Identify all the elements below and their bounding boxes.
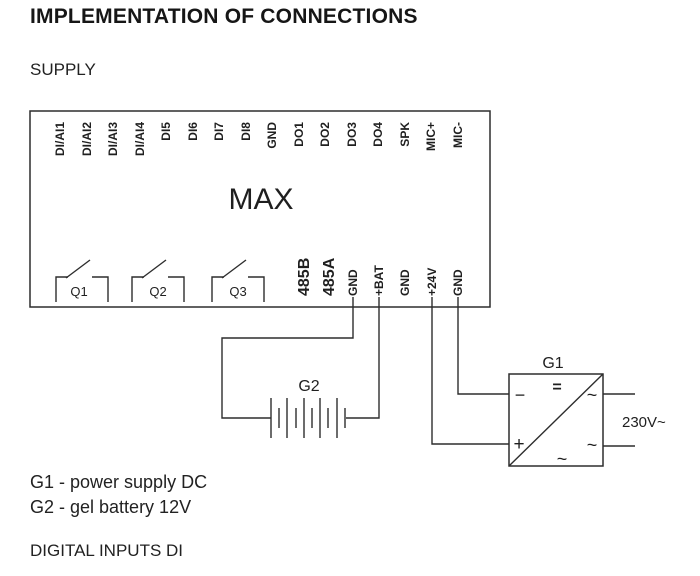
relay-label: Q2 <box>149 284 166 299</box>
ac-symbol: ~ <box>557 449 568 469</box>
top-terminal-label: DI5 <box>159 122 173 141</box>
bottom-terminal-label: GND <box>398 269 412 296</box>
bottom-terminal-label: +24V <box>425 268 439 296</box>
device-name: MAX <box>228 183 293 216</box>
page-title: IMPLEMENTATION OF CONNECTIONS <box>30 5 418 28</box>
bottom-terminal-label: +BAT <box>372 265 386 296</box>
device-outline <box>29 110 491 308</box>
top-terminal-label: DO4 <box>371 122 385 147</box>
legend-g1: G1 - power supply DC <box>30 472 208 492</box>
relay-q1-symbol: Q1 <box>55 259 109 302</box>
ac-symbol: ~ <box>587 385 598 405</box>
relay-q3-symbol: Q3 <box>211 259 265 302</box>
top-terminal-label: DI/AI4 <box>133 122 147 156</box>
power-supply-label: G1 <box>542 355 563 372</box>
ac-symbol: ~ <box>587 435 598 455</box>
section-label: SUPPLY <box>30 60 96 79</box>
top-terminal-label: MIC+ <box>424 122 438 151</box>
mains-voltage-label: 230V~ <box>622 414 666 431</box>
wire-gnd-to-battery <box>221 297 354 419</box>
wire-gnd-to-psu <box>457 297 509 395</box>
battery-label: G2 <box>298 378 319 395</box>
top-terminal-label: SPK <box>398 122 412 147</box>
top-terminal-label: DO1 <box>292 122 306 147</box>
battery-symbol <box>270 398 346 438</box>
top-terminal-label: DI/AI1 <box>53 122 67 156</box>
bottom-terminal-label: 485A <box>321 257 338 296</box>
top-terminal-label: DI8 <box>239 122 253 141</box>
bottom-terminal-label: GND <box>346 269 360 296</box>
legend-g2: G2 - gel battery 12V <box>30 497 192 517</box>
relay-q2-symbol: Q2 <box>131 259 185 302</box>
wire-24v-to-psu <box>431 297 509 445</box>
bottom-terminal-label: 485B <box>296 258 313 296</box>
wire-bat-to-battery <box>346 297 380 419</box>
dc-symbol: = <box>552 379 561 396</box>
power-supply-symbol: = − + ~ ~ ~ <box>508 373 635 469</box>
top-terminal-label: DI/AI3 <box>106 122 120 156</box>
relay-label: Q1 <box>70 284 87 299</box>
top-terminal-label: DI6 <box>186 122 200 141</box>
top-terminal-label: DI7 <box>212 122 226 141</box>
top-terminal-label: MIC- <box>451 122 465 148</box>
top-terminal-label: GND <box>265 122 279 149</box>
top-terminal-label: DI/AI2 <box>80 122 94 156</box>
top-terminal-label: DO3 <box>345 122 359 147</box>
bottom-terminal-label: GND <box>451 269 465 296</box>
minus-terminal-symbol: − <box>515 385 526 405</box>
plus-terminal-symbol: + <box>513 434 524 455</box>
footer-heading: DIGITAL INPUTS DI <box>30 541 184 560</box>
relay-label: Q3 <box>229 284 246 299</box>
top-terminal-label: DO2 <box>318 122 332 147</box>
